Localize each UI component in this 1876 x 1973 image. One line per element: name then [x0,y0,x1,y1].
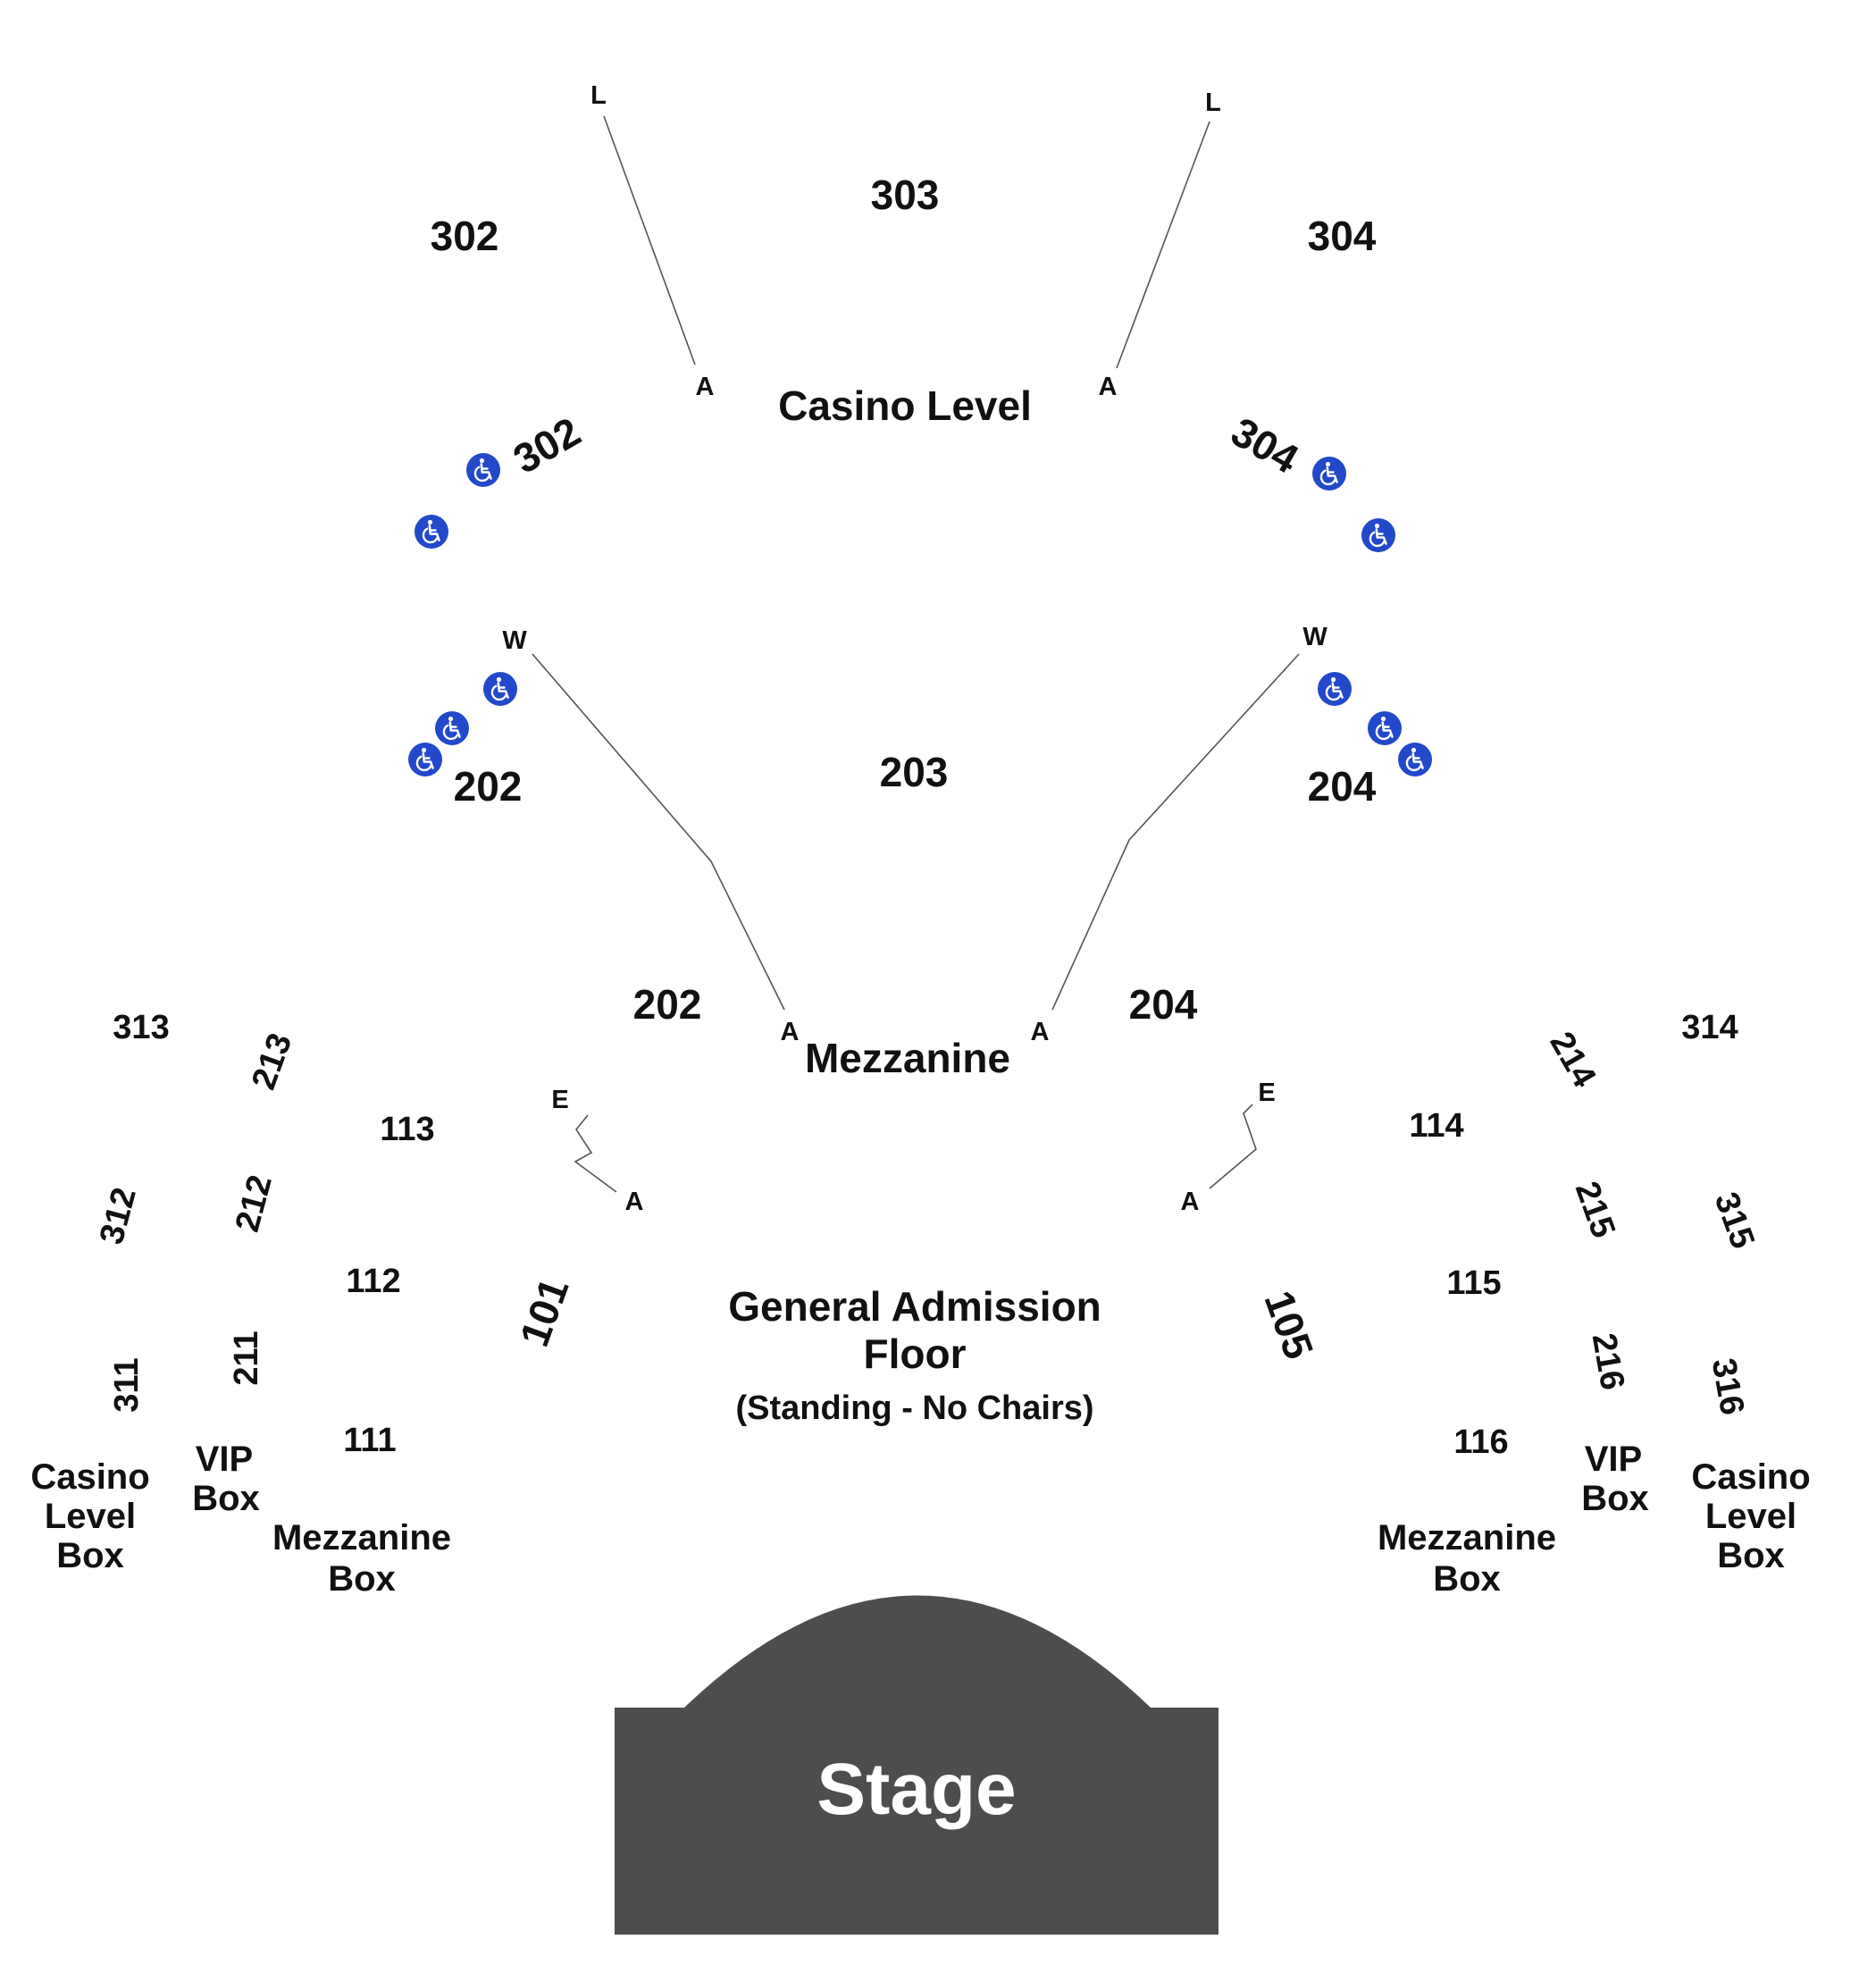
section-115[interactable]: 115 [1446,1264,1501,1302]
box-label-line2: Box [192,1479,260,1518]
section-316[interactable]: 316 [1704,1356,1751,1418]
casino-level-label: Casino Level [778,382,1032,429]
section-302-lower[interactable]: 302 [506,407,588,482]
row-label-W-left: W [502,626,527,655]
stage-label: Stage [817,1749,1016,1830]
ga-label-line3: (Standing - No Chairs) [735,1389,1093,1427]
casino-level-box-left[interactable]: Casino Level Box [30,1457,149,1575]
section-214[interactable]: 214 [1542,1026,1603,1094]
row-label-E-right: E [1258,1079,1275,1107]
section-112[interactable]: 112 [346,1263,400,1300]
section-204[interactable]: 204 [1308,763,1377,810]
row-label-A-floor-right: A [1181,1188,1200,1216]
section-302[interactable]: 302 [431,213,499,259]
wheelchair-icon [415,515,448,549]
vip-box-left[interactable]: VIP Box [192,1440,260,1518]
row-label-A-casino-left: A [696,373,715,401]
box-label-line1: VIP [1585,1440,1642,1479]
section-315[interactable]: 315 [1707,1188,1762,1254]
aisle-line-mezz-left [532,653,785,1011]
box-label-line3: Box [1717,1536,1785,1575]
section-111[interactable]: 111 [343,1422,396,1459]
box-label-line1: Mezzanine [1378,1518,1556,1557]
wheelchair-icon [1398,743,1432,777]
box-label-line1: Casino [1691,1457,1810,1497]
ga-label-line2: Floor [864,1331,967,1377]
wheelchair-icon [1361,518,1395,552]
mezzanine-box-left[interactable]: Mezzanine Box [272,1518,451,1599]
stage-shape [615,1595,1219,1935]
aisle-lines [532,115,1300,1193]
row-label-A-floor-left: A [625,1188,644,1216]
wheelchair-icon [1318,672,1352,706]
vip-box-right[interactable]: VIP Box [1581,1440,1649,1518]
section-213[interactable]: 213 [245,1028,299,1095]
box-label-line3: Box [56,1536,124,1575]
section-314[interactable]: 314 [1681,1009,1738,1046]
aisle-line-casino-left [603,115,696,365]
box-label-line1: VIP [196,1440,253,1479]
aisle-line-floor-right [1209,1104,1257,1189]
section-311[interactable]: 311 [108,1357,146,1412]
row-label-L-right: L [1205,88,1221,117]
section-313[interactable]: 313 [113,1009,169,1046]
row-label-A-casino-right: A [1099,373,1118,401]
row-label-W-right: W [1302,623,1327,651]
box-label-line2: Level [45,1497,136,1536]
row-label-A-mezz-left: A [781,1018,800,1046]
aisle-line-casino-right [1116,121,1210,369]
section-116[interactable]: 116 [1453,1423,1508,1461]
section-212[interactable]: 212 [229,1171,280,1236]
section-202[interactable]: 202 [454,763,523,810]
section-114[interactable]: 114 [1409,1107,1463,1145]
section-203[interactable]: 203 [880,749,949,795]
section-215[interactable]: 215 [1568,1177,1622,1243]
wheelchair-icon [466,453,500,487]
wheelchair-icon [408,743,442,777]
wheelchair-icon [1368,711,1402,745]
box-label-line2: Box [328,1559,396,1599]
box-label-line1: Mezzanine [272,1518,451,1557]
mezzanine-label: Mezzanine [805,1035,1010,1081]
box-label-line1: Casino [30,1457,149,1497]
section-216[interactable]: 216 [1585,1331,1631,1393]
section-211[interactable]: 211 [228,1331,265,1385]
wheelchair-icon [1312,457,1346,491]
box-label-line2: Box [1581,1479,1649,1518]
general-admission-label: General Admission Floor (Standing - No C… [728,1283,1101,1427]
section-312[interactable]: 312 [93,1184,144,1248]
row-label-E-left: E [551,1086,568,1114]
casino-level-box-right[interactable]: Casino Level Box [1691,1457,1810,1575]
section-303[interactable]: 303 [871,172,940,218]
ga-label-line1: General Admission [728,1283,1101,1330]
section-202-lower[interactable]: 202 [633,981,702,1028]
aisle-line-mezz-right [1051,653,1300,1011]
section-101[interactable]: 101 [510,1272,577,1353]
box-label-line2: Level [1705,1497,1796,1536]
mezzanine-box-right[interactable]: Mezzanine Box [1378,1518,1556,1599]
aisle-line-floor-left [574,1114,617,1193]
section-105[interactable]: 105 [1255,1285,1322,1365]
section-304[interactable]: 304 [1308,213,1377,259]
wheelchair-icon [435,711,469,745]
section-204-lower[interactable]: 204 [1129,981,1198,1028]
wheelchair-icon [483,672,517,706]
box-label-line2: Box [1433,1559,1501,1599]
row-label-A-mezz-right: A [1031,1018,1050,1046]
section-113[interactable]: 113 [380,1111,434,1148]
row-label-L-left: L [590,81,607,110]
section-304-lower[interactable]: 304 [1224,407,1307,483]
